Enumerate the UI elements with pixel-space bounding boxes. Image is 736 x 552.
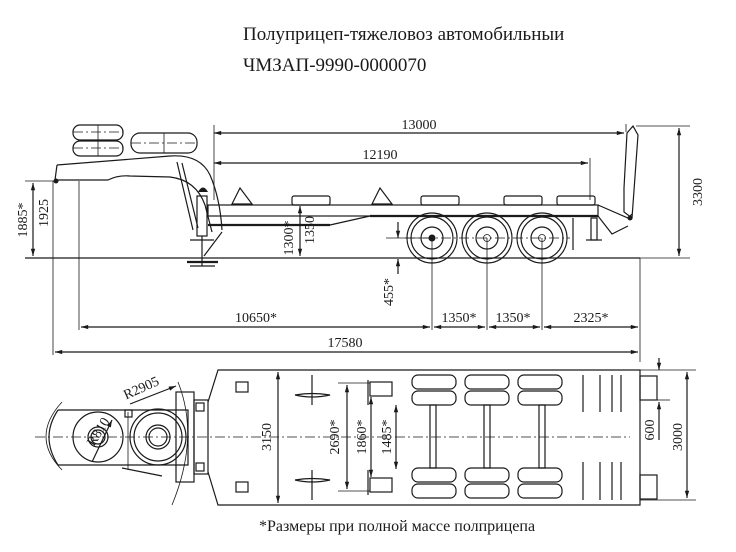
dim-axle-spacing-2: 1350* [496,311,531,326]
top-view: R810 R2905 3150 2690* 1860* 1485* 600 30… [35,358,696,506]
dim-deck-height: 1350 [303,216,318,244]
dim-axle-spacing-1: 1350* [442,311,477,326]
axle-3-top [517,374,563,499]
side-dimension-lines [25,124,690,362]
axle-wheels [405,212,574,264]
dim-deck-height-loaded: 1300* [282,221,297,256]
dim-track-inner: 1485* [380,420,395,455]
dim-kingpin-to-axle1: 10650* [235,311,277,326]
rear-ramp [586,124,639,241]
gooseneck [53,155,223,233]
dim-height-fifth-wheel-loaded: 1885* [16,203,31,238]
dim-width-rear: 3000 [671,423,686,451]
dim-ground-clearance-loaded: 455* [382,278,397,306]
dim-height-ramp: 3300 [691,178,706,206]
dim-rear-overhang: 2325* [574,311,609,326]
deck-top [207,369,641,506]
dim-track-outer: 2690* [328,420,343,455]
dim-height-fifth-wheel: 1925 [37,199,52,227]
dim-width-gooseneck: 3150 [260,423,275,451]
side-view: 13000 12190 3300 1885* 1925 1300* 1350 4… [16,118,706,362]
dim-track-mid: 1860* [355,420,370,455]
spare-wheels [72,124,198,157]
drawing-model-number: ЧМЗАП-9990-0000070 [243,55,427,76]
footnote: *Размеры при полной массе полприцепа [259,518,536,535]
axle-1-top [411,374,457,499]
gooseneck-top [45,381,209,506]
landing-gear [187,187,223,267]
dim-deck-length-platform: 12190 [363,148,398,163]
axle-2-top [464,374,510,499]
top-dimension-lines [91,358,696,503]
dim-ramp-gap: 600 [643,420,658,441]
dim-deck-length-total: 13000 [402,118,437,133]
drawing-title: Полуприцеп-тяжеловоз автомобильныи [243,24,565,45]
main-deck [207,186,599,227]
axle-wheel-sets [411,374,622,500]
ramp-top [639,375,658,500]
dim-overall-length: 17580 [328,336,363,351]
